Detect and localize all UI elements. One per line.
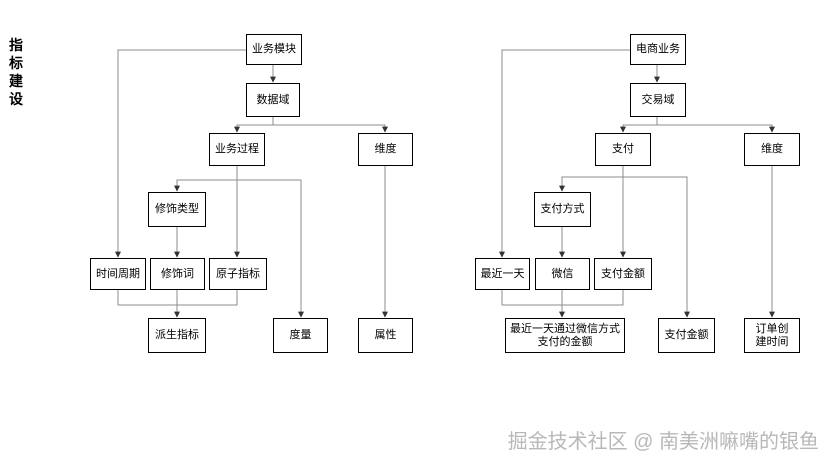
node-wechat: 微信 bbox=[535, 258, 590, 290]
node-modifier: 修饰词 bbox=[150, 258, 205, 290]
node-payment-method: 支付方式 bbox=[534, 192, 591, 227]
node-dimension-left: 维度 bbox=[358, 133, 413, 166]
node-derived-metric: 派生指标 bbox=[148, 318, 206, 353]
node-last-day: 最近一天 bbox=[475, 258, 530, 290]
node-result-metric: 最近一天通过微信方式支付的金额 bbox=[505, 318, 625, 353]
side-title: 指标建设 bbox=[9, 37, 23, 107]
watermark: 掘金技术社区 @ 南美洲嘛嘴的银鱼 bbox=[507, 431, 819, 453]
node-atomic-metric: 原子指标 bbox=[209, 258, 267, 290]
node-time-period: 时间周期 bbox=[90, 258, 146, 290]
node-payment-amount: 支付金额 bbox=[594, 258, 652, 290]
node-trade-domain: 交易域 bbox=[630, 83, 686, 117]
node-business-process: 业务过程 bbox=[209, 133, 265, 166]
node-measure: 度量 bbox=[273, 318, 328, 353]
node-modifier-type: 修饰类型 bbox=[148, 192, 206, 227]
node-order-created-time: 订单创建时间 bbox=[744, 318, 800, 353]
node-attribute: 属性 bbox=[358, 318, 413, 353]
node-dimension-right: 维度 bbox=[744, 133, 800, 166]
node-payment: 支付 bbox=[595, 133, 651, 166]
node-ecommerce-business: 电商业务 bbox=[630, 34, 686, 65]
node-payment-amount-measure: 支付金额 bbox=[658, 318, 715, 353]
node-data-domain: 数据域 bbox=[246, 83, 300, 117]
node-business-module: 业务模块 bbox=[246, 34, 302, 65]
